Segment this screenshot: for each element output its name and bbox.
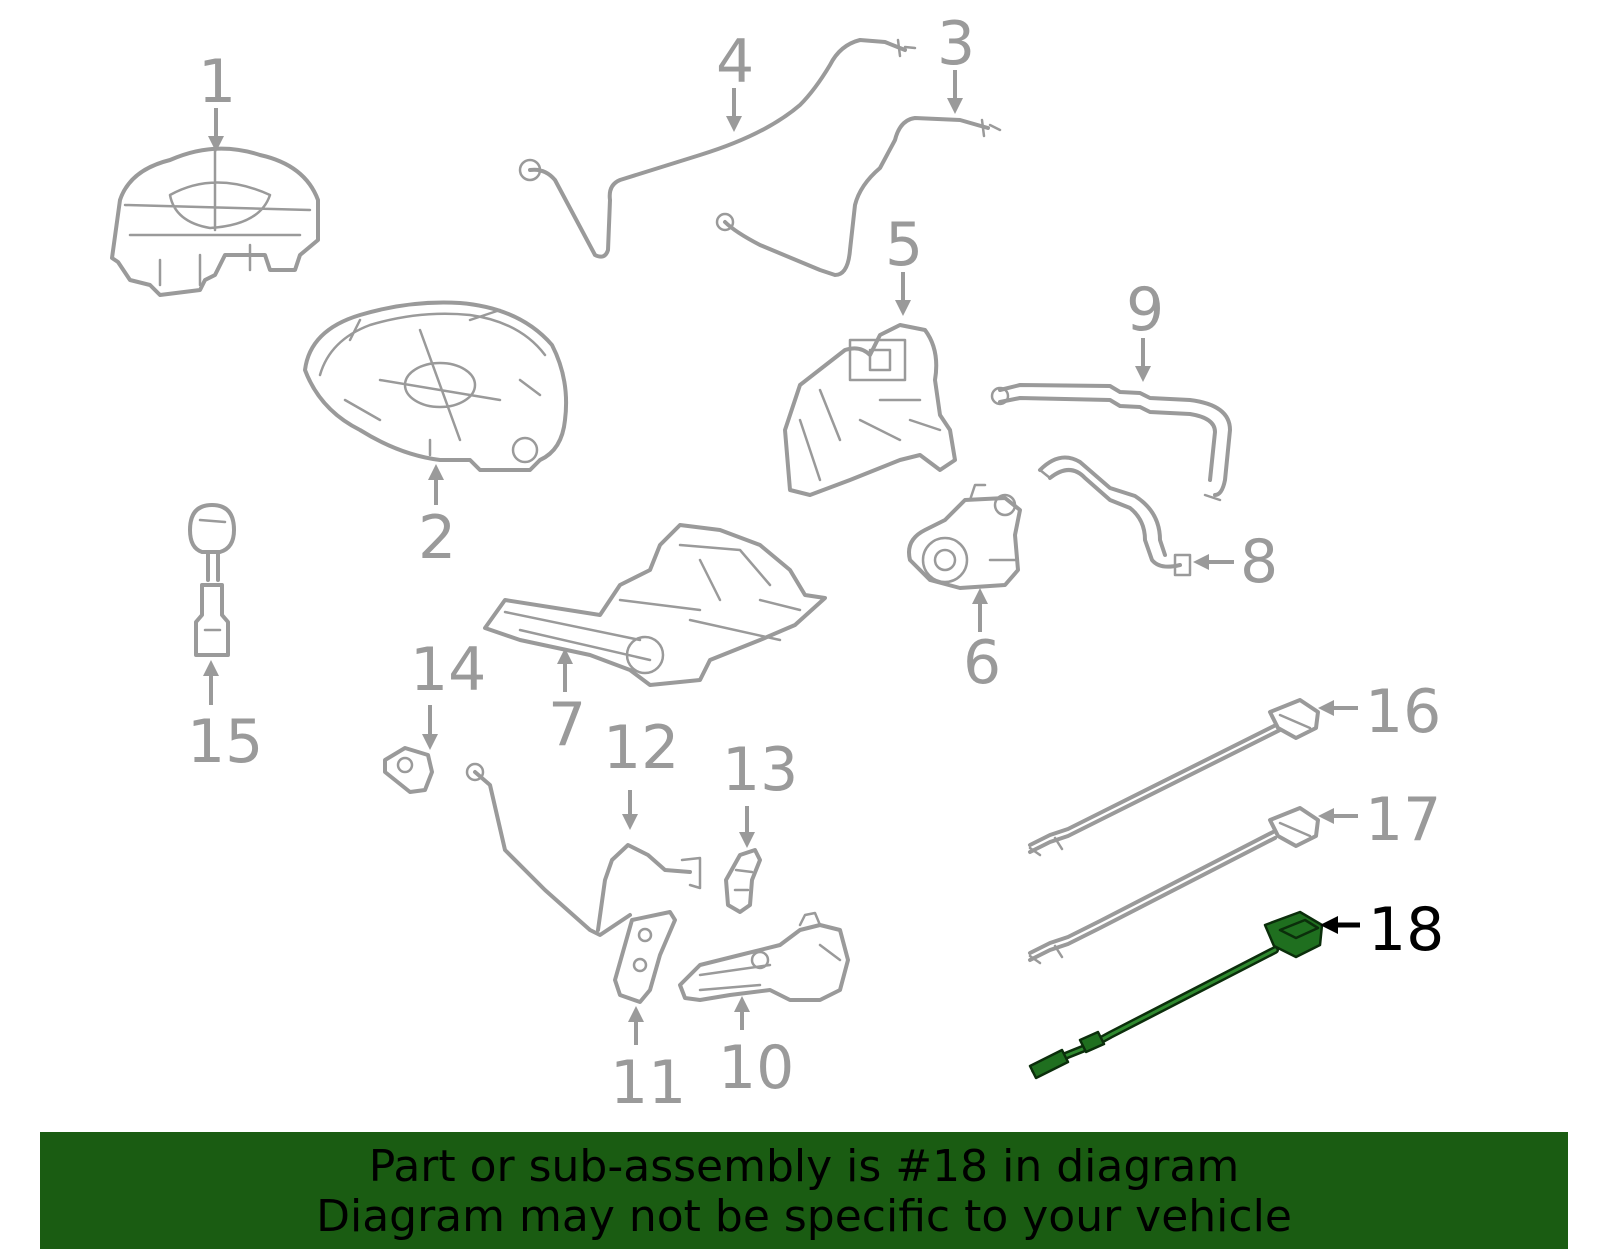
callout-label-11: 11 [610,1048,686,1118]
callout-label-13: 13 [722,735,798,805]
part-15-sensor[interactable] [188,503,236,657]
callout-18: 18 [1320,895,1444,965]
part-5-valve[interactable] [783,323,957,497]
callout-3: 3 [937,9,975,114]
callout-label-14: 14 [410,635,486,705]
callout-14: 14 [410,635,486,750]
callout-4: 4 [716,27,754,132]
callout-5: 5 [885,210,923,316]
callout-label-3: 3 [937,9,975,79]
callout-6: 6 [963,588,1001,698]
callout-label-18: 18 [1368,895,1444,965]
part-18-o2-sensor[interactable] [1028,910,1324,1080]
callout-12: 12 [603,713,679,830]
callout-label-6: 6 [963,628,1001,698]
part-16-o2-sensor[interactable] [1028,698,1320,857]
banner-line-part: Part or sub-assembly is #18 in diagram [368,1141,1240,1192]
callout-label-12: 12 [603,713,679,783]
part-11-gasket[interactable] [613,910,677,1004]
part-1-cover[interactable] [110,146,320,297]
callout-13: 13 [722,735,798,848]
callout-label-8: 8 [1240,527,1278,597]
callout-label-9: 9 [1126,275,1164,345]
callout-1: 1 [198,47,236,152]
part-13-bracket[interactable] [724,848,762,914]
part-2-shield[interactable] [303,300,569,472]
callout-7: 7 [548,648,586,760]
callout-16: 16 [1318,677,1441,747]
callout-label-16: 16 [1365,677,1441,747]
part-3-vacuum-line[interactable] [715,116,1002,277]
callout-9: 9 [1126,275,1164,382]
callout-label-7: 7 [548,690,586,760]
part-6-pump[interactable] [907,483,1022,590]
callout-11: 11 [610,1006,686,1118]
callout-label-2: 2 [418,503,456,573]
part-8-hose[interactable] [1038,455,1192,577]
callout-2: 2 [418,464,456,573]
callout-label-4: 4 [716,27,754,97]
callout-label-5: 5 [885,210,923,280]
part-4-vacuum-line[interactable] [518,38,917,259]
callout-label-17: 17 [1365,785,1441,855]
part-10-valve-body[interactable] [678,911,850,1002]
banner-line-disclaimer: Diagram may not be specific to your vehi… [316,1191,1292,1242]
callout-8: 8 [1193,527,1278,597]
callout-label-1: 1 [198,47,236,117]
info-banner: Part or sub-assembly is #18 in diagram D… [40,1132,1568,1249]
part-17-o2-sensor[interactable] [1028,806,1320,965]
callout-17: 17 [1318,785,1441,855]
callout-label-10: 10 [718,1033,794,1103]
part-7-manifold[interactable] [483,523,827,687]
callout-10: 10 [718,996,794,1103]
part-14-bracket[interactable] [383,746,434,794]
callout-label-15: 15 [187,707,263,777]
part-12-tube[interactable] [465,762,702,937]
part-9-hose[interactable] [990,383,1232,502]
callout-15: 15 [187,660,263,777]
